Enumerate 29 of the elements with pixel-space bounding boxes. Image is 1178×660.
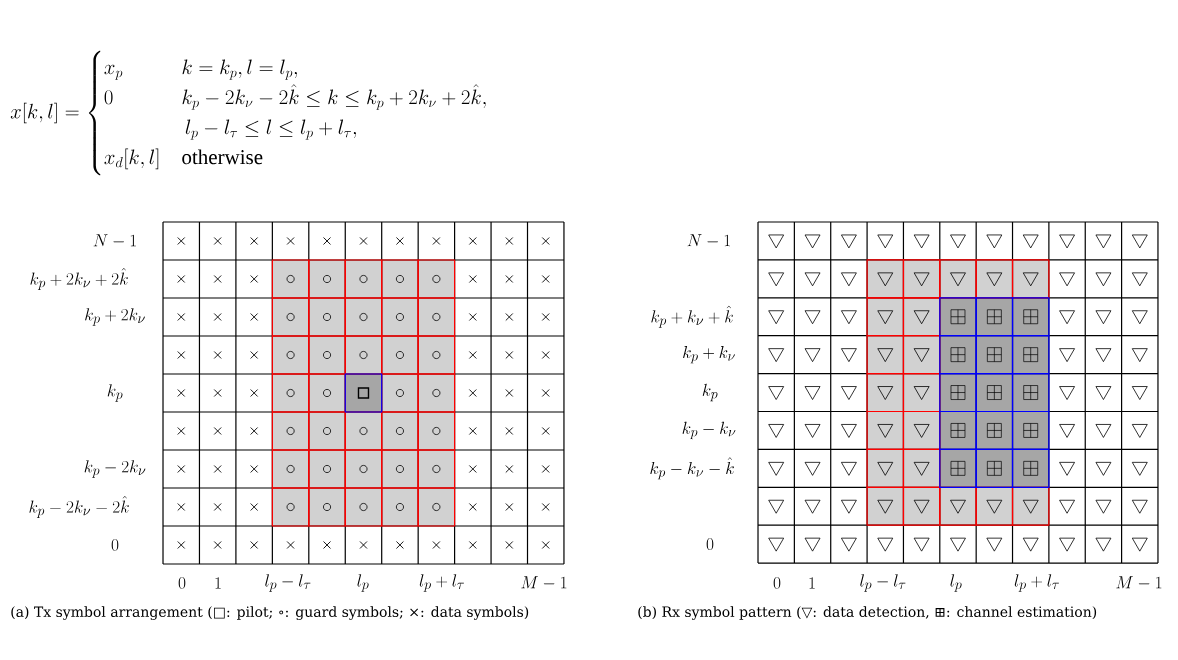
axis-label: $l_p$ [950, 574, 962, 592]
axis-label: $l_p+l_\tau$ [1014, 574, 1059, 592]
subfigure-caption: (b) Rx symbol pattern (▽: data detection, ⊞: channel estimation) [638, 606, 1097, 620]
axis-label: $M-1$ [1116, 576, 1162, 589]
axis-label: $k_p-k_\nu-\hat{k}$ [650, 457, 734, 480]
axis-label: $k_p+k_\nu$ [683, 345, 735, 364]
subfigure-caption: (a) Tx symbol arrangement (□: pilot; ∘: guard symbols; ×: data symbols) [11, 606, 529, 620]
axis-label: $1$ [809, 577, 815, 589]
axis-label: $M-1$ [521, 576, 567, 589]
equation: $x[k,l] = \begin{cases} x_p & k=k_p, l=l_p,\\ 0 & k_p-2k_\nu-2\hat{k}\le k\le k_p+2k_\nu+2\hat{k},\\ & \,l_p-l_\tau\le l\le l_p+l_\tau,\\ x_d[k,l] & \text{otherwise}\end{cases}$ [10, 50, 486, 176]
axis-label: $0$ [706, 538, 714, 550]
axis-label: $k_p+2k_\nu$ [85, 308, 145, 326]
axis-label: $l_p-l_\tau$ [860, 574, 906, 592]
axis-label: $1$ [215, 577, 221, 589]
axis-label: $l_p-l_\tau$ [265, 574, 311, 592]
axis-label: $k_p-2k_\nu-2\hat{k}$ [29, 496, 129, 518]
axis-label: $l_p+l_\tau$ [419, 574, 464, 592]
axis-label: $k_p+k_\nu+\hat{k}$ [651, 305, 733, 328]
axis-label: $N-1$ [93, 234, 136, 247]
axis-label: $0$ [111, 539, 119, 551]
axis-label: $k_p$ [107, 384, 123, 402]
axis-label: $k_p$ [702, 383, 718, 402]
axis-label: $k_p-k_\nu$ [682, 421, 736, 440]
axis-label: $0$ [773, 577, 781, 589]
axis-label: $l_p$ [357, 574, 369, 592]
axis-label: $k_p+2k_\nu+2\hat{k}$ [30, 268, 128, 290]
axis-label: $0$ [178, 577, 186, 589]
axis-label: $k_p-2k_\nu$ [84, 460, 146, 478]
axis-label: $N-1$ [687, 234, 730, 247]
